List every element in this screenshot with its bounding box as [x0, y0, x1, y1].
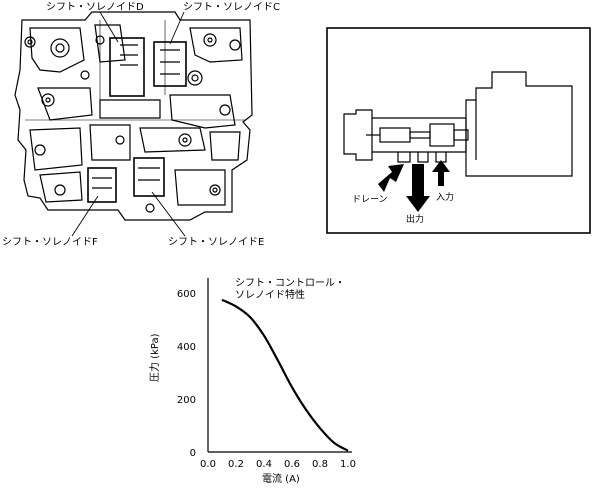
y-tick-label: 400	[177, 342, 196, 353]
x-tick-label: 0.4	[256, 459, 272, 470]
solenoid-c-label: シフト・ソレノイドC	[183, 2, 280, 13]
drain-label: ドレーン	[352, 195, 388, 205]
x-tick-label: 1.0	[340, 459, 356, 470]
input-label: 入力	[436, 193, 455, 203]
x-axis-label: 電流 (A)	[262, 474, 300, 485]
solenoid-f-label: シフト・ソレノイドF	[2, 237, 98, 248]
x-tick-label: 0.8	[312, 459, 328, 470]
x-tick-label: 0.2	[228, 459, 244, 470]
pressure-curve	[221, 298, 349, 452]
x-tick-label: 0.6	[284, 459, 300, 470]
chart-title-line2: ソレノイド特性	[235, 290, 305, 301]
x-tick-label: 0.0	[200, 459, 216, 470]
solenoid-d-label: シフト・ソレノイドD	[46, 2, 144, 13]
y-tick-label: 600	[177, 289, 196, 300]
solenoid-frame	[326, 27, 591, 234]
solenoid-e-label: シフト・ソレノイドE	[168, 237, 265, 248]
output-label: 出力	[406, 215, 425, 225]
y-tick-label: 200	[177, 395, 196, 406]
y-axis-label: 圧力 (kPa)	[150, 333, 161, 382]
y-tick-label: 0	[190, 448, 196, 459]
chart-title-line1: シフト・コントロール・	[235, 278, 345, 289]
